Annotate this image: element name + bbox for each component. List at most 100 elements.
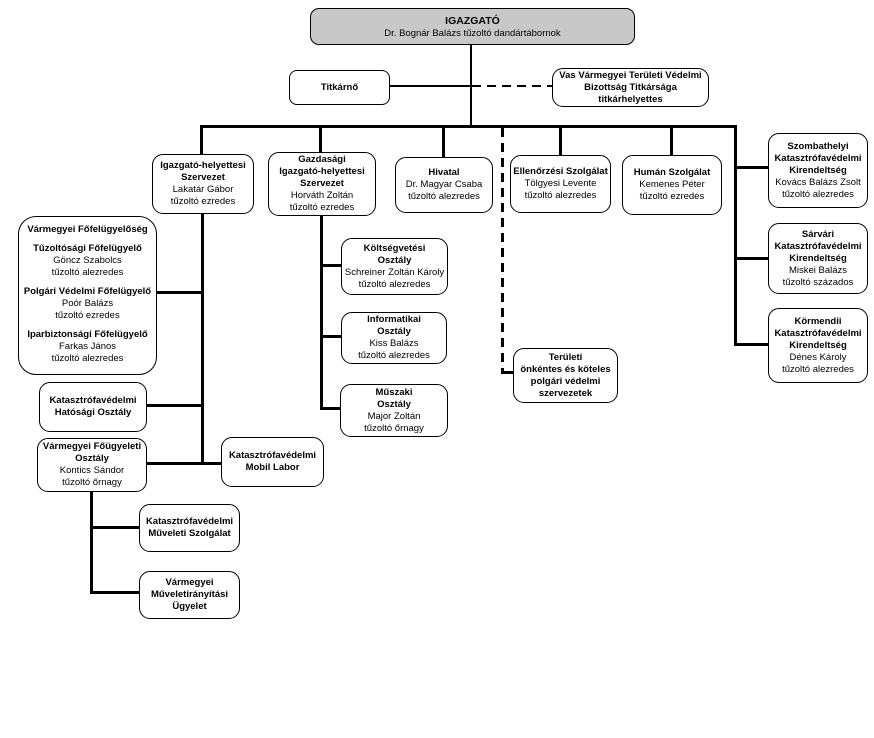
node-title: Humán Szolgálat	[633, 167, 711, 178]
node-title: Igazgató-helyettesi Szervezet	[160, 160, 246, 183]
node-territorial-civil-protection-orgs: Területi önkéntes és köteles polgári véd…	[513, 348, 618, 403]
connector-territorial-dashed-vertical	[501, 128, 504, 373]
section-title: Iparbiztonsági Főfelügyelő	[27, 329, 148, 340]
node-title: Körmendii Katasztrófavédelmi Kirendeltsé…	[774, 315, 862, 351]
node-title: Ellenőrzési Szolgálat	[513, 166, 608, 177]
inspectorate-section-civil-protection: Polgári Védelmi Főfelügyelő Poór Balázs …	[24, 286, 151, 322]
node-title: Költségvetési Osztály	[363, 242, 426, 266]
node-title: Vas Vármegyei Területi Védelmi Bizottság…	[559, 69, 702, 105]
connector-director-vertical	[470, 44, 472, 127]
section-title: Tűzoltósági Főfelügyelő	[33, 243, 142, 254]
connector-drop-human	[670, 126, 673, 155]
inspectorate-section-industrial-safety: Iparbiztonsági Főfelügyelő Farkas János …	[27, 329, 147, 365]
node-title: IGAZGATÓ	[445, 14, 500, 27]
connector-branch-budget	[322, 264, 341, 267]
connector-branch-it	[322, 335, 341, 338]
connector-drop-economic	[319, 126, 322, 153]
connector-branch-operations-duty	[92, 591, 139, 594]
section-rank: tűzoltó alezredes	[51, 353, 124, 364]
node-disaster-authority-department: Katasztrófavédelmi Hatósági Osztály	[39, 382, 147, 432]
connector-branch-sarvar	[736, 257, 768, 260]
node-title: Vármegyei Műveletirányítási Ügyelet	[150, 577, 229, 612]
node-person: Miskei Balázs	[788, 264, 848, 276]
node-person: Dr. Bognár Balázs tűzoltó dandártábornok	[384, 27, 561, 39]
node-sarvar-branch: Sárvári Katasztrófavédelmi Kirendeltség …	[768, 223, 868, 294]
section-rank: tűzoltó ezredes	[55, 310, 120, 321]
connector-branch-technical	[322, 407, 340, 410]
inspectorate-section-fire: Tűzoltósági Főfelügyelő Göncz Szabolcs t…	[33, 243, 142, 279]
section-person: Poór Balázs	[61, 298, 114, 309]
node-operations-control-duty: Vármegyei Műveletirányítási Ügyelet	[139, 571, 240, 619]
connector-branch-authority-dept	[146, 404, 203, 407]
node-technical-department: Műszaki Osztály Major Zoltán tűzoltó őrn…	[340, 384, 448, 437]
section-person: Göncz Szabolcs	[53, 255, 122, 266]
node-person: Tölgyesi Levente	[524, 178, 597, 189]
node-budget-department: Költségvetési Osztály Schreiner Zoltán K…	[341, 238, 448, 295]
node-title: Szombathelyi Katasztrófavédelmi Kirendel…	[774, 140, 862, 176]
node-rank: tűzoltó alezredes	[408, 191, 480, 202]
node-human-service: Humán Szolgálat Kemenes Péter tűzoltó ez…	[622, 155, 722, 215]
node-county-chief-inspectorate: Vármegyei Főfelügyelőség Tűzoltósági Főf…	[18, 216, 157, 375]
node-title: Sárvári Katasztrófavédelmi Kirendeltség	[774, 228, 862, 264]
node-inspection-service: Ellenőrzési Szolgálat Tölgyesi Levente t…	[510, 155, 611, 213]
node-person: Kiss Balázs	[369, 338, 419, 349]
connector-secretary-horizontal	[389, 85, 471, 87]
node-title: Vármegyei Főügyeleti Osztály	[42, 441, 142, 464]
node-rank: tűzoltó alezredes	[782, 188, 854, 200]
node-title: Titkárnő	[320, 81, 359, 93]
node-title: Katasztrófavédelmi Műveleti Szolgálat	[145, 516, 234, 539]
node-economic-deputy-director-org: Gazdasági Igazgató-helyettesi Szervezet …	[268, 152, 376, 216]
node-mobile-lab: Katasztrófavédelmi Mobil Labor	[221, 437, 324, 487]
node-title: Katasztrófavédelmi Hatósági Osztály	[49, 395, 137, 418]
node-defense-committee-secretariat: Vas Vármegyei Területi Védelmi Bizottság…	[552, 68, 709, 107]
node-secretary: Titkárnő	[289, 70, 390, 105]
section-rank: tűzoltó alezredes	[51, 267, 124, 278]
connector-committee-dashed-horizontal	[472, 85, 553, 87]
node-szombathely-branch: Szombathelyi Katasztrófavédelmi Kirendel…	[768, 133, 868, 208]
node-rank: tűzoltó alezredes	[524, 190, 597, 201]
connector-drop-deputy	[200, 126, 203, 154]
node-kormend-branch: Körmendii Katasztrófavédelmi Kirendeltsé…	[768, 308, 868, 383]
node-person: Major Zoltán	[367, 410, 421, 422]
node-rank: tűzoltó ezredes	[170, 196, 236, 207]
node-it-department: Informatikai Osztály Kiss Balázs tűzoltó…	[341, 312, 447, 364]
connector-branch-operations-service	[92, 526, 139, 529]
node-person: Schreiner Zoltán Károly	[344, 266, 445, 278]
node-director: IGAZGATÓ Dr. Bognár Balázs tűzoltó dandá…	[310, 8, 635, 45]
connector-branch-mobile-lab	[146, 462, 223, 465]
connector-territorial-dashed-elbow	[501, 371, 514, 374]
connector-duty-vertical	[90, 492, 93, 594]
connector-branch-kormend	[736, 343, 768, 346]
connector-economic-vertical	[320, 216, 323, 410]
connector-main-horizontal	[200, 125, 737, 128]
node-title: Műszaki Osztály	[375, 386, 413, 410]
node-person: Lakatár Gábor	[172, 184, 234, 195]
node-rank: tűzoltó őrnagy	[364, 422, 424, 434]
node-title: Hivatal	[428, 167, 460, 178]
section-title: Polgári Védelmi Főfelügyelő	[23, 286, 152, 297]
node-person: Kovács Balázs Zsolt	[775, 176, 861, 188]
node-rank: tűzoltó százados	[782, 276, 854, 288]
node-title: Területi önkéntes és köteles polgári véd…	[520, 351, 611, 399]
connector-branch-chief-inspectorate	[156, 291, 203, 294]
node-rank: tűzoltó őrnagy	[62, 477, 122, 488]
section-person: Farkas János	[58, 341, 117, 352]
node-rank: tűzoltó ezredes	[639, 191, 705, 202]
node-title: Informatikai Osztály	[367, 314, 421, 337]
node-title: Vármegyei Főfelügyelőség	[27, 224, 148, 235]
connector-drop-office	[442, 126, 445, 157]
node-person: Dénes Károly	[789, 351, 847, 363]
node-person: Dr. Magyar Csaba	[405, 179, 483, 190]
node-rank: tűzoltó alezredes	[782, 363, 854, 375]
node-person: Horváth Zoltán	[290, 190, 354, 201]
node-county-duty-department: Vármegyei Főügyeleti Osztály Kontics Sán…	[37, 438, 147, 492]
node-rank: tűzoltó alezredes	[358, 350, 430, 361]
node-rank: tűzoltó alezredes	[358, 278, 431, 290]
node-title: Gazdasági Igazgató-helyettesi Szervezet	[279, 154, 365, 189]
node-operations-service: Katasztrófavédelmi Műveleti Szolgálat	[139, 504, 240, 552]
node-person: Kontics Sándor	[59, 465, 125, 476]
node-person: Kemenes Péter	[639, 179, 705, 190]
connector-deputy-vertical	[201, 214, 204, 465]
node-office: Hivatal Dr. Magyar Csaba tűzoltó alezred…	[395, 157, 493, 213]
